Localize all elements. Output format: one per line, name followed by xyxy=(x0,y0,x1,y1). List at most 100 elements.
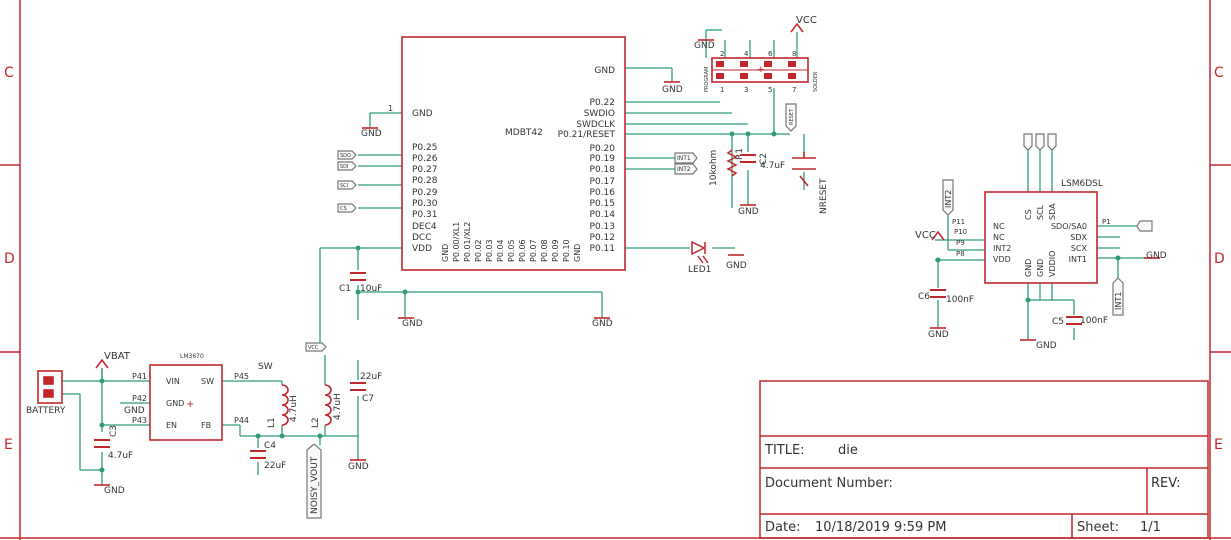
mcu-bottom-pin-9: P0.08 xyxy=(540,239,549,262)
mcu-right-pin-2: SWDIO xyxy=(584,109,615,119)
capacitor-c2 xyxy=(740,154,756,163)
mcu-bottom-pin-4: P0.03 xyxy=(485,239,494,262)
inductor-l1 xyxy=(281,384,289,426)
l1-label: L1 xyxy=(267,417,277,428)
imu-p1: P1 xyxy=(1102,218,1111,226)
imu-bottom-pin-1: GND xyxy=(1036,259,1045,277)
port-int2: INT2 xyxy=(677,166,691,173)
vcc-tag-port xyxy=(305,342,327,352)
int1-port xyxy=(1112,277,1124,316)
c5-label: C5 xyxy=(1052,317,1064,327)
c7-value: 22uF xyxy=(360,372,382,382)
jumper-pin-7: 7 xyxy=(792,86,796,94)
port-int1: INT1 xyxy=(677,155,691,162)
port-sdo: SDO xyxy=(340,153,351,159)
vcc-label-imu: VCC xyxy=(915,230,936,241)
jumper-pin-2: 2 xyxy=(720,50,724,58)
mcu-left-pin-3: P0.27 xyxy=(412,165,437,175)
battery-connector xyxy=(37,370,63,404)
reg-p45: P45 xyxy=(234,372,249,381)
imu-left-pin-0: NC xyxy=(993,222,1005,231)
imu-p10: P10 xyxy=(954,228,967,236)
imu-top-pin-0: CS xyxy=(1024,209,1033,220)
mcu-pin1-number: 1 xyxy=(388,104,393,113)
capacitor-c6 xyxy=(930,289,946,298)
mcu-bottom-pin-5: P0.04 xyxy=(496,239,505,262)
mcu-left-pin-10: VDD xyxy=(412,244,432,254)
c5-value: 100nF xyxy=(1080,316,1108,326)
sheet-label: Sheet: xyxy=(1077,520,1119,535)
sw-net-label: SW xyxy=(258,362,273,372)
mcu-bottom-pin-2: P0.01/XL2 xyxy=(463,222,472,262)
capacitor-c4 xyxy=(250,450,266,459)
jumper-center-mark: + xyxy=(757,65,765,75)
title-value: die xyxy=(838,443,858,458)
port-sdi: SDI xyxy=(340,164,349,170)
c2-value: 4.7uF xyxy=(760,161,785,171)
mcu-right-pin-0: GND xyxy=(594,66,615,76)
battery-label: BATTERY xyxy=(26,406,66,416)
reset-port-label: RESET xyxy=(789,108,795,125)
reg-p44: P44 xyxy=(234,416,249,425)
inductor-l2 xyxy=(324,384,332,426)
gnd-label-13: GND xyxy=(124,406,145,416)
c7-label: C7 xyxy=(362,394,374,404)
mcu-bottom-pin-10: P0.09 xyxy=(551,239,560,262)
c6-value: 100nF xyxy=(946,295,974,305)
c3-value: 4.7uF xyxy=(108,451,133,461)
c4-label: C4 xyxy=(264,441,276,451)
imu-lsm6dsl: LSM6DSL xyxy=(984,179,1103,284)
c2-label: C2 xyxy=(759,153,769,165)
imu-left-pin-3: VDD xyxy=(993,255,1011,264)
gnd-symbols xyxy=(94,39,1160,486)
c3-label: C3 xyxy=(109,425,119,437)
program-header: + xyxy=(711,57,809,83)
imu-right-pin-3: INT1 xyxy=(1069,255,1087,264)
r1-value: 10kohm xyxy=(709,150,719,186)
mcu-right-pin-12: P0.13 xyxy=(590,222,615,232)
gnd-label-9: GND xyxy=(104,486,125,496)
mcu-right-pin-7: P0.18 xyxy=(590,165,616,175)
l2-label: L2 xyxy=(311,417,321,428)
row-label-left-c: C xyxy=(4,65,14,81)
mcu-bottom-pin-11: P0.10 xyxy=(562,239,571,262)
imu-right-pin-2: SCX xyxy=(1071,244,1088,253)
imu-top-pin-2: SDA xyxy=(1048,203,1057,220)
mcu-right-pin-6: P0.19 xyxy=(590,154,616,164)
row-label-left-d: D xyxy=(4,251,15,267)
vbat-arrow xyxy=(95,358,109,381)
imu-top-pin-1: SCL xyxy=(1036,204,1045,220)
gnd-label-12: GND xyxy=(1146,251,1167,261)
c1-value: 10uF xyxy=(360,284,382,294)
mcu-bottom-pin-3: P0.02 xyxy=(474,239,483,262)
title-block xyxy=(759,380,1209,539)
c1-label: C1 xyxy=(339,284,351,294)
reg-pin-sw: SW xyxy=(201,377,214,386)
sheet-value: 1/1 xyxy=(1140,520,1161,535)
gnd-label-8: GND xyxy=(348,462,369,472)
nreset-button xyxy=(792,152,816,187)
gnd-label-11: GND xyxy=(1036,341,1057,351)
noisy-vout-label: NOISY_VOUT xyxy=(310,456,320,514)
jumper-label-program: PROGRAM xyxy=(704,67,710,92)
vcc-label-top: VCC xyxy=(796,15,817,26)
imu-left-pin-1: NC xyxy=(993,233,1005,242)
mcu-left-pin-9: DCC xyxy=(412,233,432,243)
int2-port-label: INT2 xyxy=(944,190,953,208)
jumper-pin-5: 5 xyxy=(768,86,772,94)
sdo-port xyxy=(1136,220,1153,232)
vcc-tag-label: VCC xyxy=(308,345,319,351)
reg-pin-en: EN xyxy=(166,421,177,430)
mcu-left-pin-2: P0.26 xyxy=(412,154,438,164)
gnd-label-5: GND xyxy=(738,207,759,217)
mcu-right-pin-8: P0.17 xyxy=(590,177,615,187)
imu-bottom-pin-0: GND xyxy=(1024,259,1033,277)
imu-p8: P8 xyxy=(956,250,965,258)
regulator-lm3670: LM3670 + xyxy=(149,353,223,441)
reg-pin-gnd: GND xyxy=(166,399,184,408)
gnd-label-6: GND xyxy=(402,319,423,329)
row-label-right-e: E xyxy=(1214,437,1223,453)
mcu-right-pin-1: P0.22 xyxy=(590,98,615,108)
mcu-right-pin-5: P0.20 xyxy=(590,144,616,154)
